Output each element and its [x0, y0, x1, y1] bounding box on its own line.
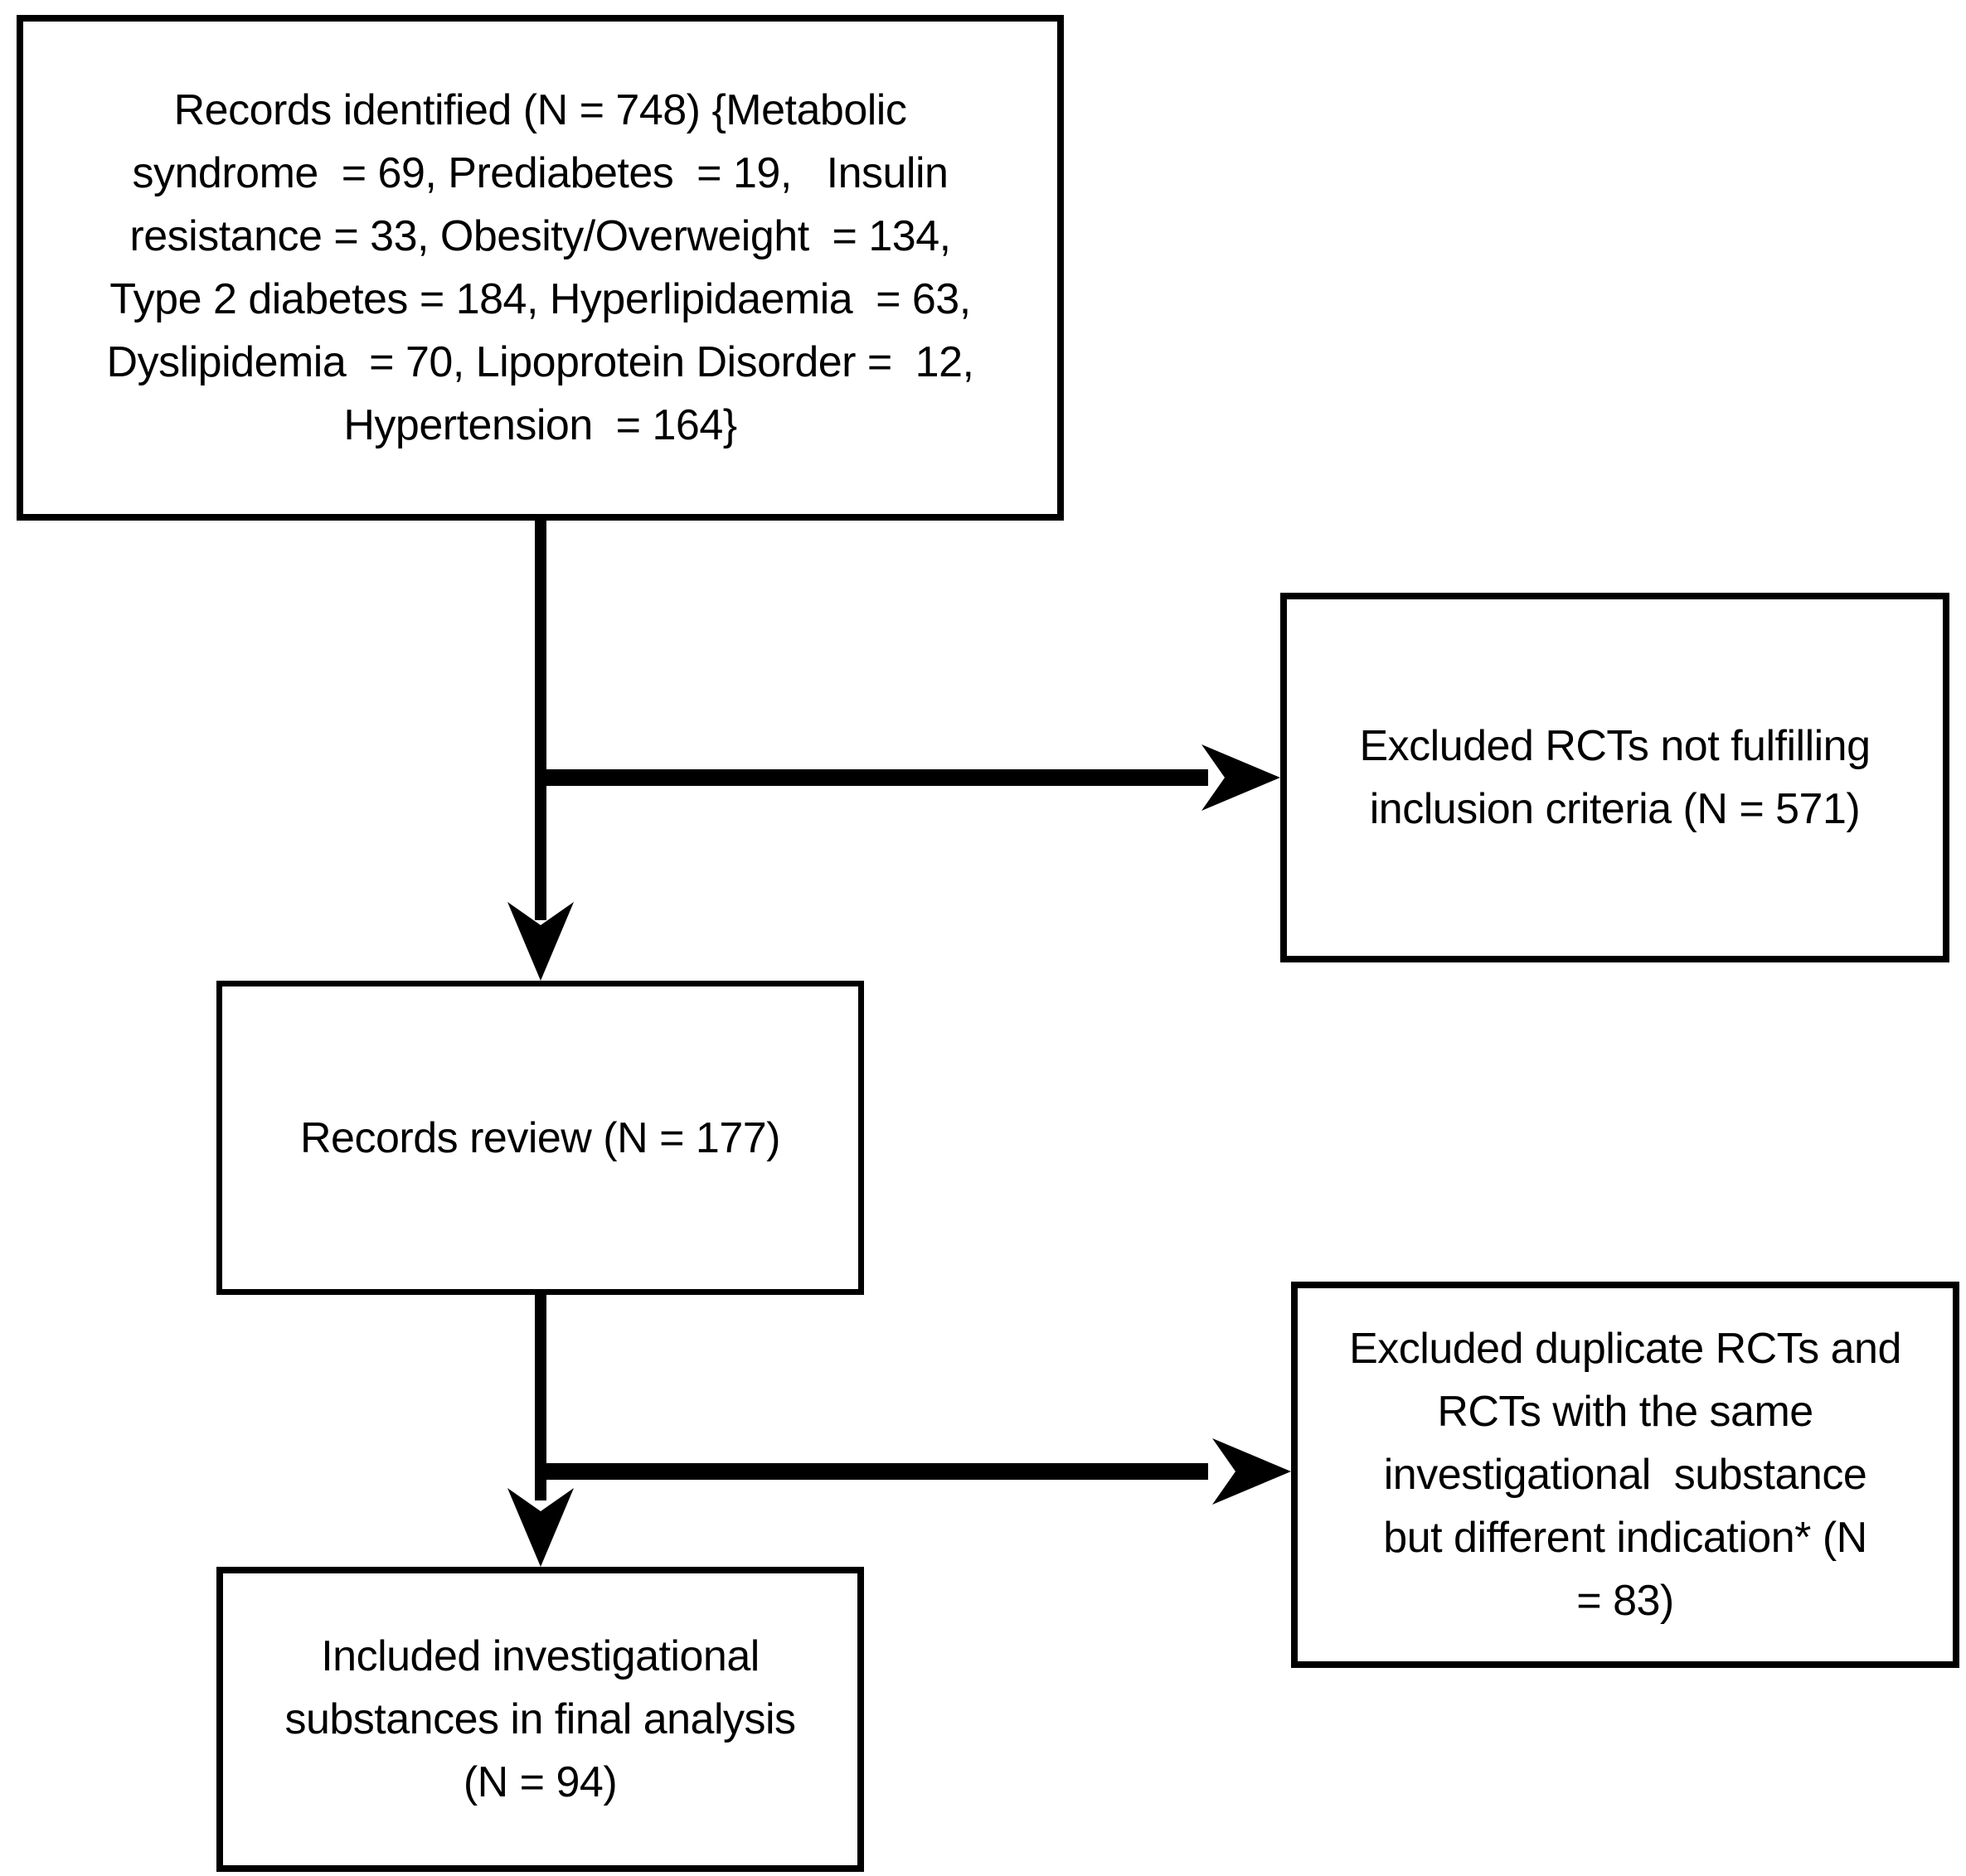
node-records-identified-text: Records identified (N = 748) {Metabolic … — [106, 86, 974, 449]
node-excluded-rcts-text: Excluded RCTs not fulfilling inclusion c… — [1359, 722, 1871, 833]
node-excluded-duplicates: Excluded duplicate RCTs and RCTs with th… — [1291, 1282, 1959, 1668]
node-included-final-text: Included investigational substances in f… — [284, 1632, 796, 1806]
arrow-down-icon — [507, 1488, 574, 1567]
node-excluded-rcts: Excluded RCTs not fulfilling inclusion c… — [1280, 593, 1949, 962]
connector-line-to-excluded-rcts — [535, 769, 1208, 786]
connector-line-to-excluded-duplicates — [535, 1463, 1208, 1480]
node-records-review-text: Records review (N = 177) — [300, 1113, 781, 1162]
node-included-final: Included investigational substances in f… — [216, 1567, 864, 1872]
connector-line-review-to-final — [535, 1295, 546, 1500]
node-excluded-duplicates-text: Excluded duplicate RCTs and RCTs with th… — [1349, 1325, 1901, 1625]
arrow-right-icon — [1201, 744, 1280, 811]
node-records-identified: Records identified (N = 748) {Metabolic … — [17, 15, 1064, 521]
arrow-right-icon — [1212, 1438, 1291, 1505]
arrow-down-icon — [507, 902, 574, 981]
connector-line-records-to-review — [535, 521, 546, 920]
node-records-review: Records review (N = 177) — [216, 981, 864, 1295]
